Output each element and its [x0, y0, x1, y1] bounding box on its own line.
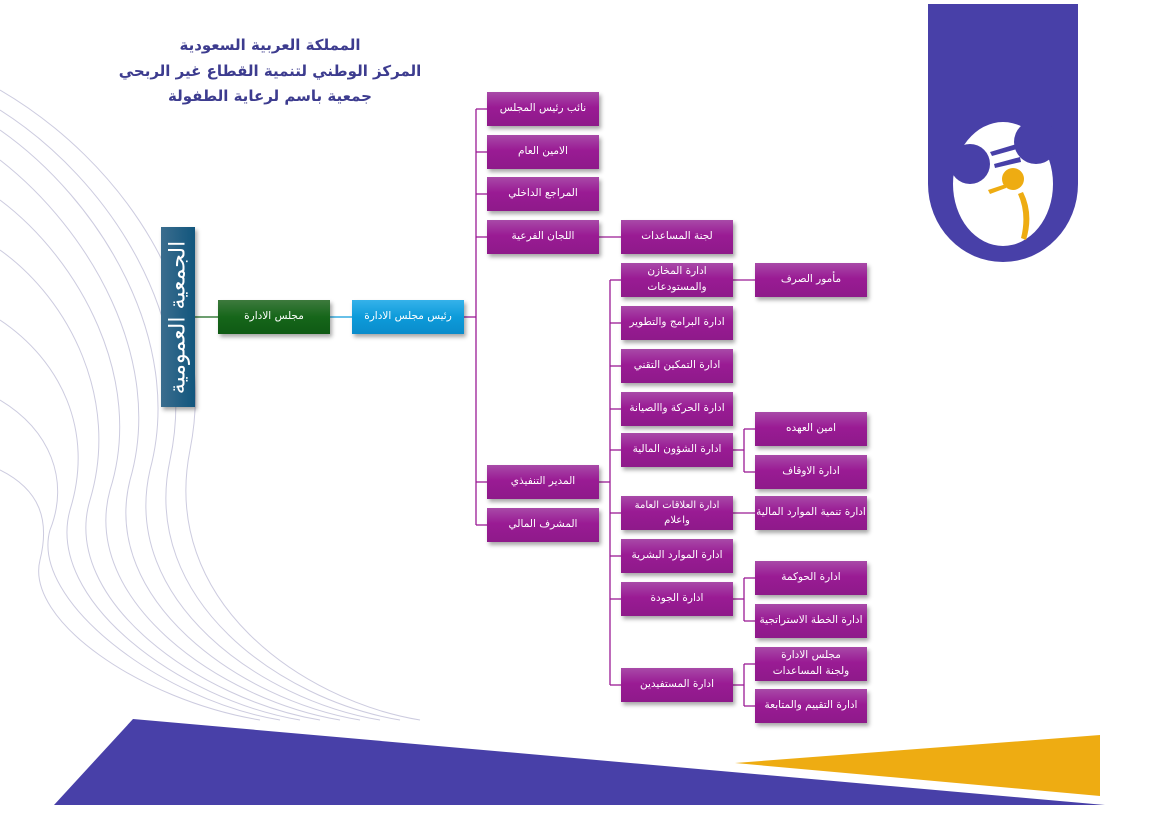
header-center: المركز الوطني لتنمية القطاع غير الربحي — [118, 62, 422, 80]
sub-unit-box: ادارة التقييم والمتابعة — [755, 689, 867, 723]
board-box: مجلس الادارة — [218, 300, 330, 334]
bottom-yellow-band — [735, 735, 1100, 796]
secretary-general-box: الامين العام — [487, 135, 599, 169]
department-box: ادارة الموارد البشرية — [621, 539, 733, 573]
department-box: ادارة العلاقات العامة واعلام — [621, 496, 733, 530]
chairman-box: رئيس مجلس الادارة — [352, 300, 464, 334]
assistance-committee-box: لجنة المساعدات — [621, 220, 733, 254]
header-association: جمعية باسم لرعاية الطفولة — [168, 87, 372, 105]
sub-unit-box: مأمور الصرف — [755, 263, 867, 297]
association-logo — [928, 4, 1078, 262]
internal-auditor-box: المراجع الداخلي — [487, 177, 599, 211]
executive-director-box: المدير التنفيذي — [487, 465, 599, 499]
financial-supervisor-box: المشرف المالي — [487, 508, 599, 542]
department-box: ادارة المخازن والمستودعات — [621, 263, 733, 297]
sub-unit-box: مجلس الادارة ولجنة المساعدات — [755, 647, 867, 681]
department-box: ادارة التمكين التقني — [621, 349, 733, 383]
sub-unit-box: ادارة الاوقاف — [755, 455, 867, 489]
sub-unit-box: امين العهده — [755, 412, 867, 446]
sub-unit-box: ادارة الحوكمة — [755, 561, 867, 595]
department-box: ادارة المستفيدين — [621, 668, 733, 702]
department-box: ادارة الجودة — [621, 582, 733, 616]
department-box: ادارة الشؤون المالية — [621, 433, 733, 467]
sub-committees-box: اللجان الفرعية — [487, 220, 599, 254]
swoosh-lines — [0, 89, 421, 721]
general-assembly-label: الجمعية العمومية — [165, 240, 191, 394]
department-box: ادارة البرامج والتطوير — [621, 306, 733, 340]
department-box: ادارة الحركة واالصيانة — [621, 392, 733, 426]
sub-unit-box: ادارة تنمية الموارد المالية — [755, 496, 867, 530]
sub-unit-box: ادارة الخطة الاستراتجية — [755, 604, 867, 638]
vice-chairman-box: نائب رئيس المجلس — [487, 92, 599, 126]
general-assembly-box: الجمعية العمومية — [161, 227, 195, 407]
bottom-indigo-band — [54, 719, 1105, 805]
header-kingdom: المملكة العربية السعودية — [179, 36, 361, 54]
connector-lines — [195, 108, 755, 707]
